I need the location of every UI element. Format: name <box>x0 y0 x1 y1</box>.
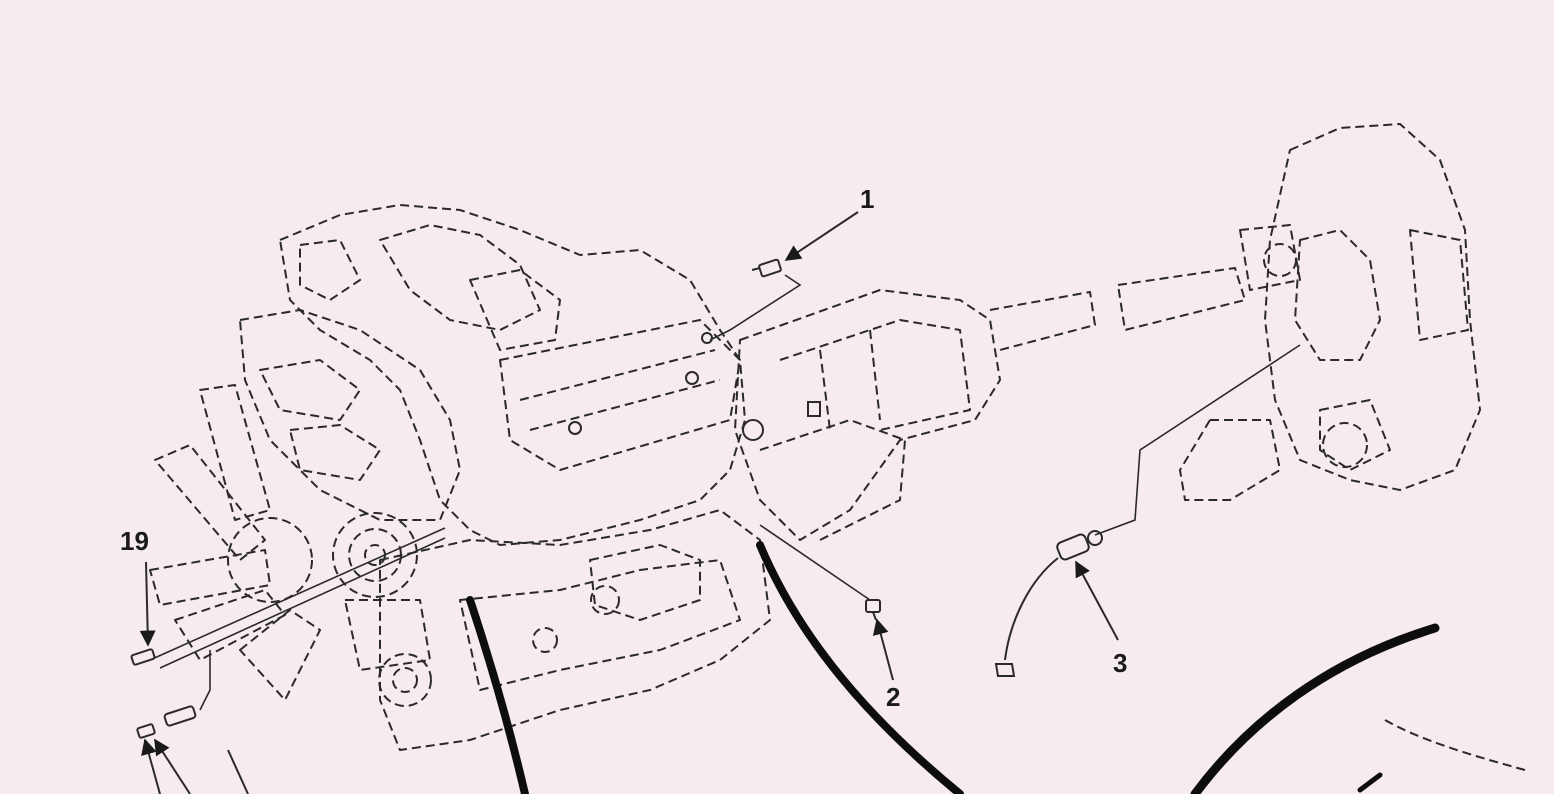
callout-label-19: 19 <box>120 526 149 556</box>
drive-shaft <box>989 267 1246 351</box>
spark-plug-sensor <box>136 705 197 739</box>
sensor-3 <box>994 530 1103 677</box>
callout-label-2: 2 <box>886 682 900 712</box>
sensor-2 <box>865 599 881 621</box>
sensor-leads <box>149 274 1301 711</box>
cable-harness <box>466 541 1526 794</box>
callout-label-3: 3 <box>1113 648 1127 678</box>
sensor-19 <box>130 648 156 666</box>
callout-arrows <box>139 211 1119 794</box>
callout-label-1: 1 <box>860 184 874 214</box>
sensor-1 <box>751 258 782 278</box>
fan-assembly <box>149 384 432 707</box>
engine-block <box>239 204 771 751</box>
transmission <box>734 289 1001 541</box>
transfer-case <box>1179 123 1481 501</box>
